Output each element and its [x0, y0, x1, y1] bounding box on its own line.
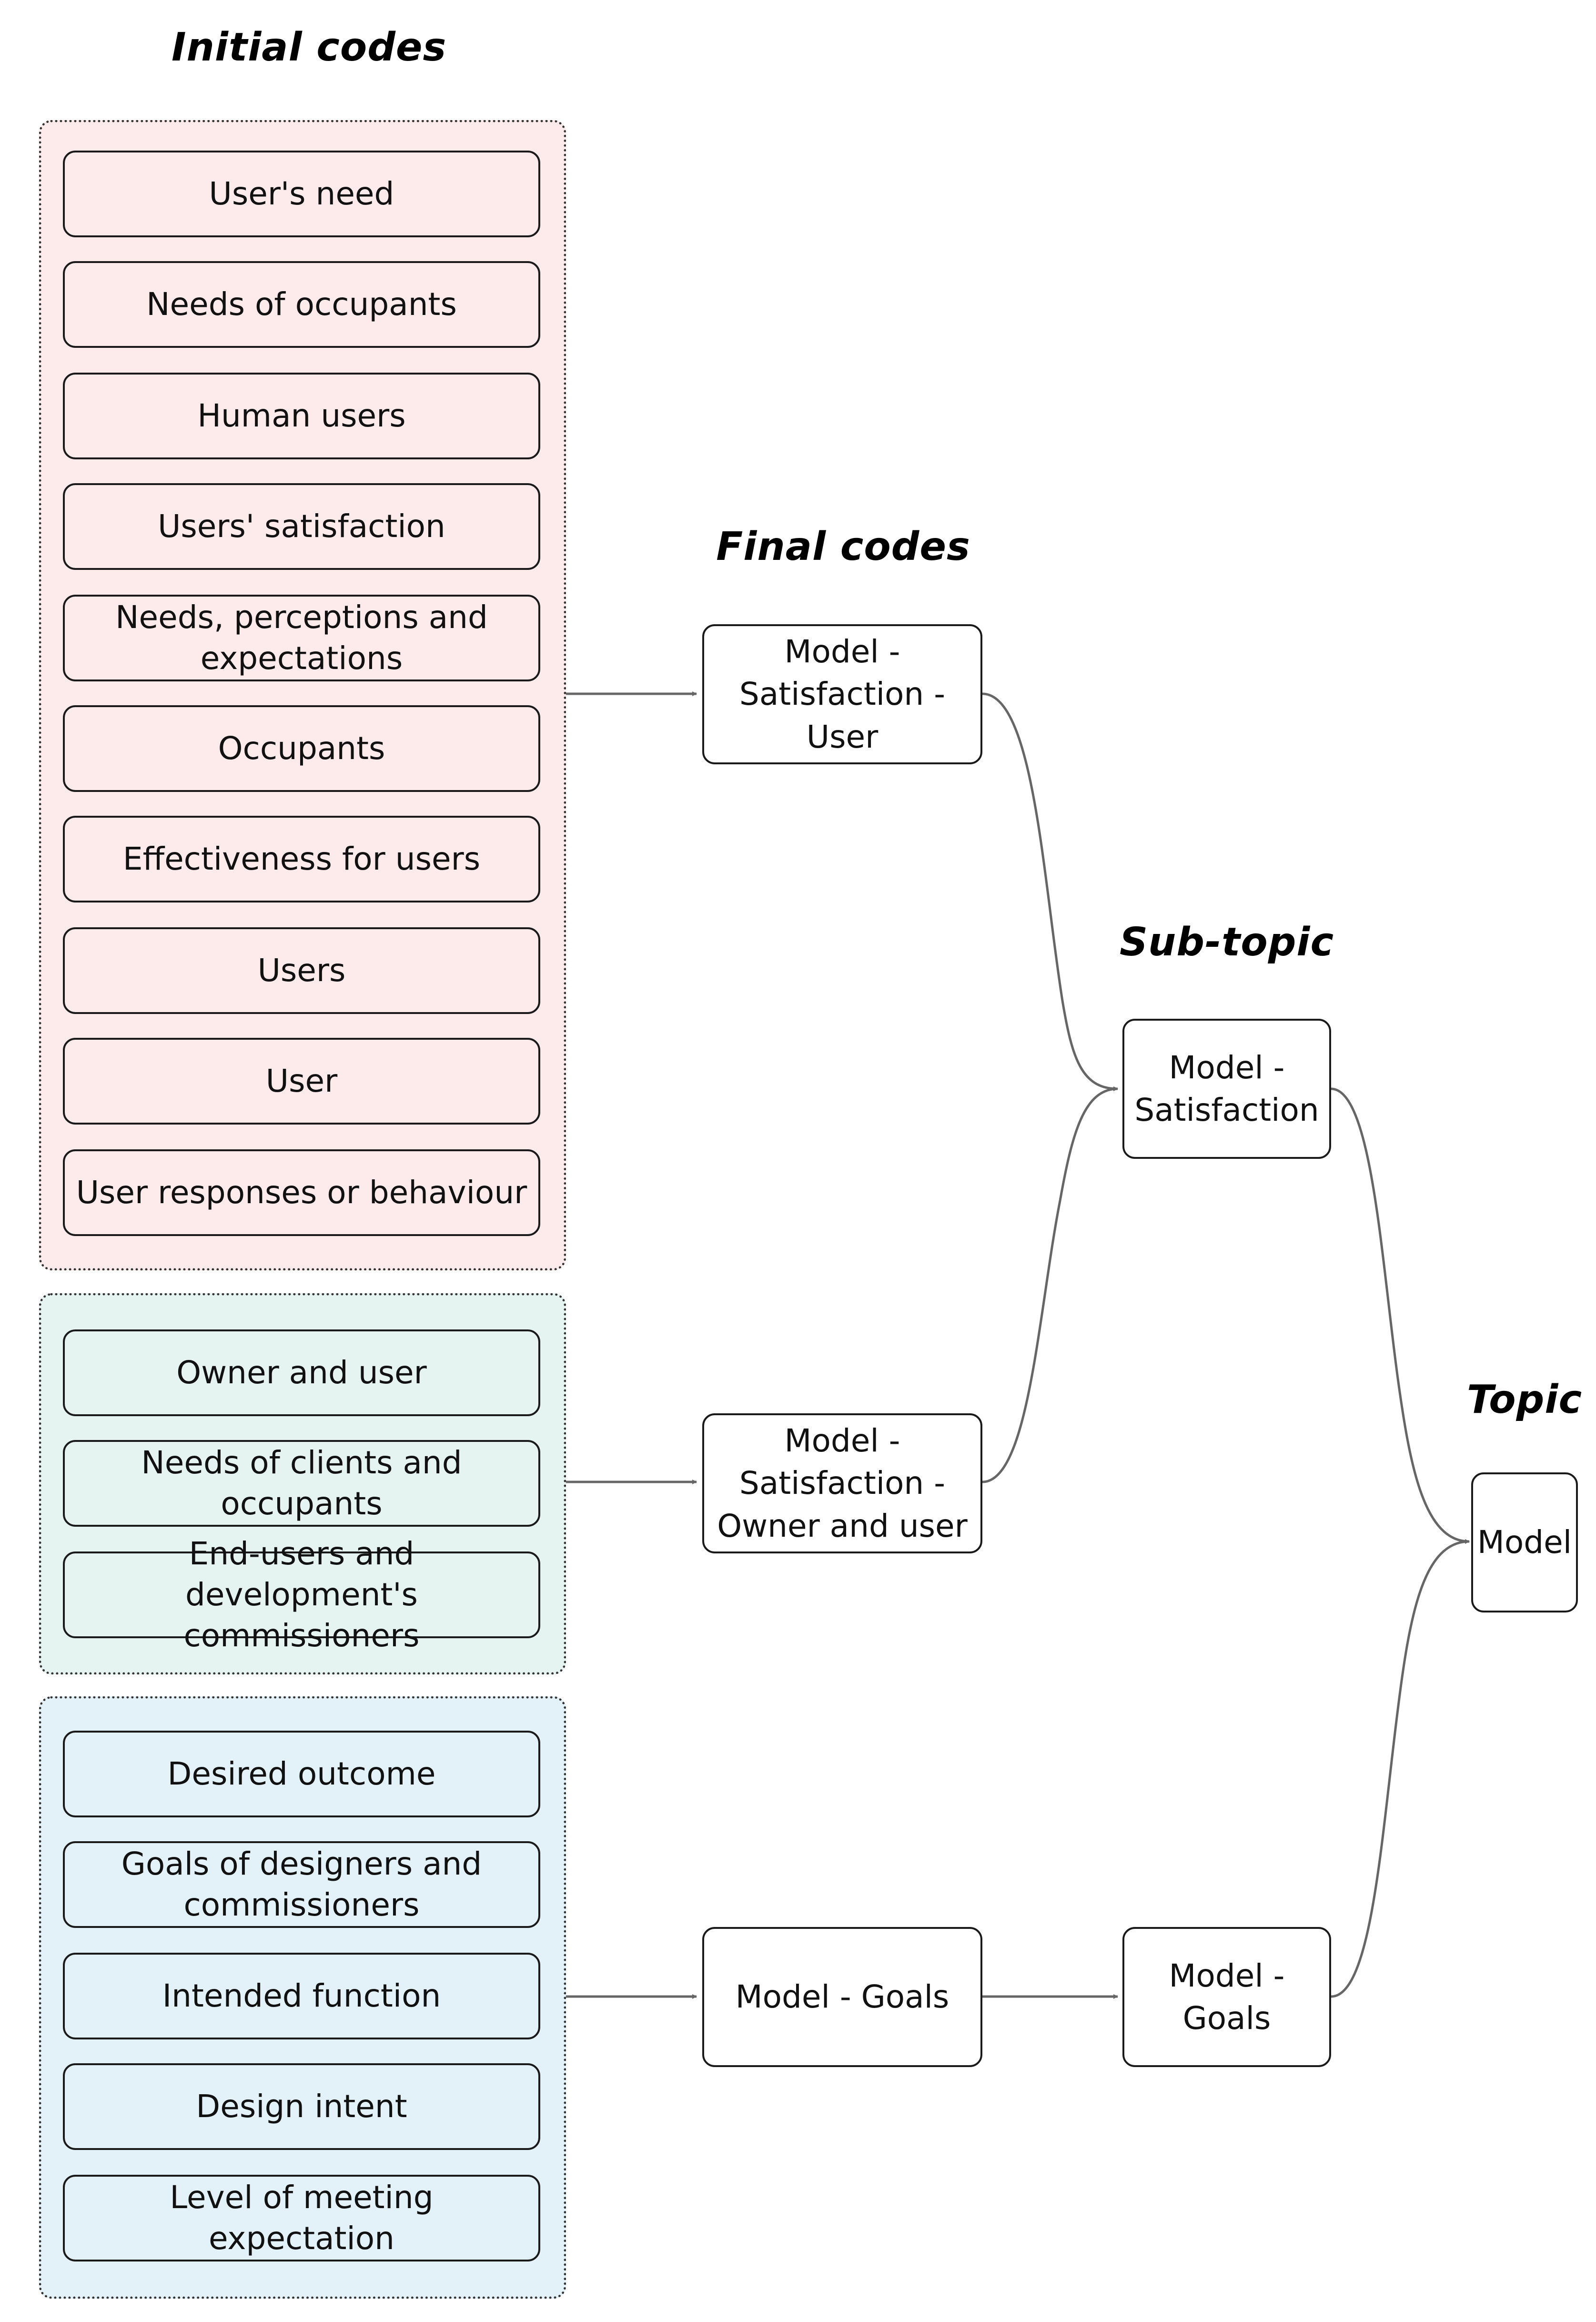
- final-code-satisfaction-user: Model - Satisfaction - User: [702, 624, 982, 764]
- arrow-final-user-to-subtopic-satisfaction: [982, 692, 1118, 1091]
- arrow-subtopic-satisfaction-to-topic: [1331, 1087, 1470, 1544]
- initial-code-box: Goals of designers and commissioners: [63, 1841, 540, 1928]
- arrow-subtopic-goals-to-topic: [1331, 1539, 1470, 1998]
- subtopic-satisfaction: Model - Satisfaction: [1122, 1019, 1331, 1159]
- subtopic-goals: Model - Goals: [1122, 1927, 1331, 2067]
- initial-code-box: Needs, perceptions and expectations: [63, 595, 540, 681]
- heading-sub-topic: Sub-topic: [1120, 920, 1334, 965]
- initial-code-box: User's need: [63, 151, 540, 237]
- initial-code-box: User responses or behaviour: [63, 1149, 540, 1236]
- initial-code-box: Design intent: [63, 2063, 540, 2150]
- arrow-final-owner-to-subtopic-satisfaction: [982, 1086, 1118, 1483]
- initial-code-box: End-users and development's commissioner…: [63, 1535, 540, 1654]
- final-code-goals: Model - Goals: [702, 1927, 982, 2067]
- final-code-satisfaction-owner-and-user: Model - Satisfaction - Owner and user: [702, 1413, 982, 1553]
- heading-final-codes: Final codes: [716, 524, 970, 569]
- initial-code-box: Desired outcome: [63, 1731, 540, 1817]
- heading-initial-codes: Initial codes: [172, 25, 447, 70]
- initial-code-box: Intended function: [63, 1953, 540, 2039]
- topic-model: Model: [1471, 1472, 1578, 1612]
- initial-code-box: Needs of occupants: [63, 261, 540, 348]
- initial-code-box: User: [63, 1038, 540, 1125]
- initial-code-box: Users' satisfaction: [63, 483, 540, 570]
- initial-code-box: Level of meeting expectation: [63, 2175, 540, 2261]
- initial-code-box: Owner and user: [63, 1329, 540, 1416]
- initial-code-box: Effectiveness for users: [63, 816, 540, 902]
- initial-code-box: Users: [63, 927, 540, 1014]
- initial-code-box: Occupants: [63, 705, 540, 792]
- heading-topic: Topic: [1466, 1377, 1583, 1422]
- initial-code-box: Needs of clients and occupants: [63, 1440, 540, 1527]
- initial-code-box: Human users: [63, 373, 540, 459]
